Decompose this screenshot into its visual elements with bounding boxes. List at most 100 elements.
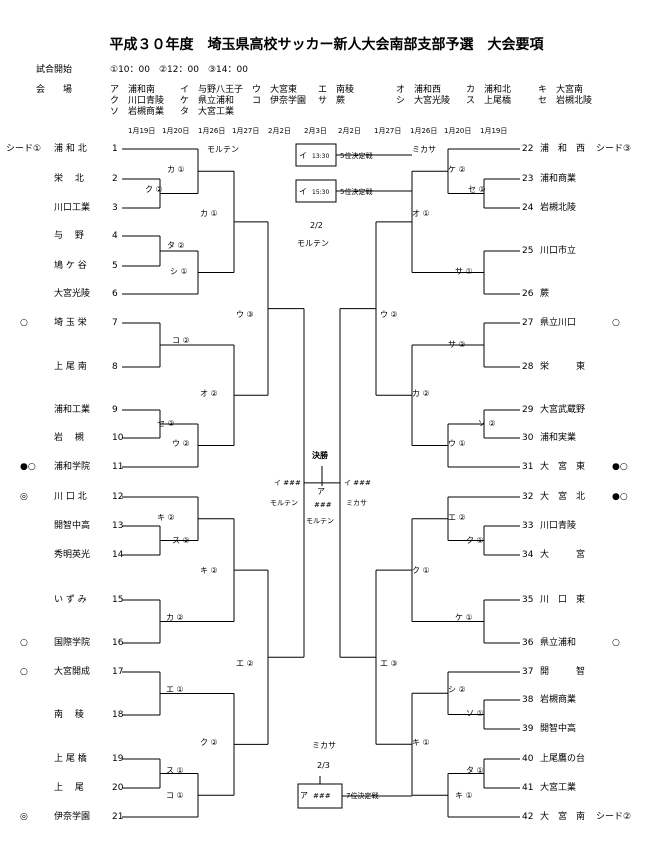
team-number: 32 bbox=[522, 492, 534, 502]
game5a-label: 5位決定戦 bbox=[340, 152, 373, 160]
team-number: 34 bbox=[522, 550, 534, 560]
third-ball: ミカサ bbox=[312, 741, 336, 750]
left-ball-label: モルテン bbox=[207, 145, 239, 154]
date-label: 1月27日 bbox=[374, 127, 402, 135]
game-label: オ ② bbox=[200, 389, 218, 398]
team-number: 41 bbox=[522, 783, 534, 793]
team-number: 19 bbox=[112, 754, 124, 764]
team-number: 22 bbox=[522, 144, 534, 154]
venue-entry: ク 川口青陵 bbox=[110, 96, 165, 106]
team-name: 大宮武蔵野 bbox=[540, 405, 586, 415]
date-label: 1月19日 bbox=[480, 127, 508, 135]
game-label: シ ① bbox=[170, 267, 188, 276]
team-number: 12 bbox=[112, 492, 124, 502]
game-label: ソ ① bbox=[466, 709, 484, 718]
team-number: 42 bbox=[522, 812, 534, 822]
team-name: 鳩 ケ 谷 bbox=[54, 261, 87, 271]
center-day: 2/2 bbox=[310, 221, 323, 230]
game7-label: 7位決定戦 bbox=[346, 792, 379, 800]
team-mark: ◎ bbox=[20, 492, 28, 502]
team-name: 与 野 bbox=[54, 231, 84, 241]
team-number: 6 bbox=[112, 289, 118, 299]
team-number: 33 bbox=[522, 521, 534, 531]
game-label: エ ③ bbox=[380, 659, 398, 668]
team-name: 開智中高 bbox=[540, 724, 577, 734]
game-label: シ ② bbox=[448, 685, 466, 694]
team-name: 浦和商業 bbox=[540, 174, 577, 184]
game5b-label: 5位決定戦 bbox=[340, 188, 373, 196]
team-name: 大宮光陵 bbox=[54, 289, 91, 299]
team-mark: ○ bbox=[612, 638, 620, 648]
team-name: 県立川口 bbox=[540, 318, 577, 328]
final-venue: ア bbox=[317, 487, 325, 496]
team-name: 川口青陵 bbox=[540, 521, 577, 531]
game-label: エ ② bbox=[448, 513, 466, 522]
team-name: 川口市立 bbox=[540, 246, 577, 256]
semi-right-ball: ミカサ bbox=[346, 499, 367, 507]
game-label: ウ ③ bbox=[236, 310, 254, 319]
team-name: 県立浦和 bbox=[540, 638, 577, 648]
game-label: ス ① bbox=[166, 766, 184, 775]
team-number: 9 bbox=[112, 405, 118, 415]
game-label: ウ ② bbox=[172, 439, 190, 448]
schedule-label: 試合開始 bbox=[36, 65, 73, 75]
team-name: 浦和学院 bbox=[54, 462, 91, 472]
team-mark: ○ bbox=[20, 638, 28, 648]
date-label: 2月2日 bbox=[268, 127, 291, 135]
venue-entry: キ 大宮南 bbox=[538, 85, 584, 95]
team-number: 28 bbox=[522, 362, 534, 372]
team-number: 25 bbox=[522, 246, 534, 256]
venue-entry: ソ 岩槻商業 bbox=[110, 107, 165, 117]
team-name: い ず み bbox=[54, 595, 87, 605]
schedule-times: ①10：00 ②12：00 ③14：00 bbox=[110, 65, 248, 75]
date-label: 1月26日 bbox=[410, 127, 438, 135]
game5b-time: 15:30 bbox=[312, 189, 330, 196]
page-title: 平成３０年度 埼玉県高校サッカー新人大会南部支部予選 大会要項 bbox=[109, 37, 544, 53]
team-number: 26 bbox=[522, 289, 534, 299]
third-day: 2/3 bbox=[317, 761, 330, 770]
team-number: 24 bbox=[522, 203, 534, 213]
team-number: 5 bbox=[112, 261, 118, 271]
team-number: 31 bbox=[522, 462, 534, 472]
game-label: セ ① bbox=[468, 185, 486, 194]
game5a-venue: イ bbox=[299, 151, 307, 160]
game-label: コ ① bbox=[166, 791, 184, 800]
team-mark: ◎ bbox=[20, 812, 28, 822]
game-label: タ ① bbox=[466, 766, 484, 775]
team-name: 栄 北 bbox=[54, 174, 84, 184]
game-label: ウ ① bbox=[448, 439, 466, 448]
team-name: 栄 東 bbox=[540, 362, 586, 372]
team-number: 1 bbox=[112, 144, 118, 154]
team-number: 23 bbox=[522, 174, 534, 184]
venue-entry: ケ 県立浦和 bbox=[180, 96, 235, 106]
venue-entry: オ 浦和西 bbox=[396, 85, 442, 95]
date-label: 1月20日 bbox=[162, 127, 190, 135]
game5b-venue: イ bbox=[299, 187, 307, 196]
venue-entry: ウ 大宮東 bbox=[252, 85, 298, 95]
team-number: 35 bbox=[522, 595, 534, 605]
game-label: ケ ② bbox=[448, 165, 466, 174]
venue-entry: シ 大宮光陵 bbox=[396, 96, 451, 106]
game-label: キ ① bbox=[412, 738, 430, 747]
game-label: エ ② bbox=[236, 659, 254, 668]
team-name: 国際学院 bbox=[54, 638, 91, 648]
game-label: エ ① bbox=[166, 685, 184, 694]
venue-label: 会 場 bbox=[36, 85, 73, 95]
game-label: カ ② bbox=[412, 389, 430, 398]
venue-entry: エ 南稜 bbox=[318, 85, 355, 95]
team-mark: ○ bbox=[612, 318, 620, 328]
team-name: 蕨 bbox=[540, 289, 550, 299]
venue-entry: カ 浦和北 bbox=[466, 85, 512, 95]
team-mark: ○ bbox=[20, 667, 28, 677]
game-label: ウ ② bbox=[380, 310, 398, 319]
team-number: 18 bbox=[112, 710, 124, 720]
team-mark: シード① bbox=[6, 144, 42, 154]
team-name: 岩槻商業 bbox=[540, 695, 577, 705]
team-mark: ●○ bbox=[20, 462, 36, 472]
team-name: 開 智 bbox=[540, 667, 586, 677]
game-label: コ ② bbox=[172, 336, 190, 345]
team-number: 20 bbox=[112, 783, 124, 793]
date-label: 1月27日 bbox=[232, 127, 260, 135]
game-label: ソ ② bbox=[478, 419, 496, 428]
